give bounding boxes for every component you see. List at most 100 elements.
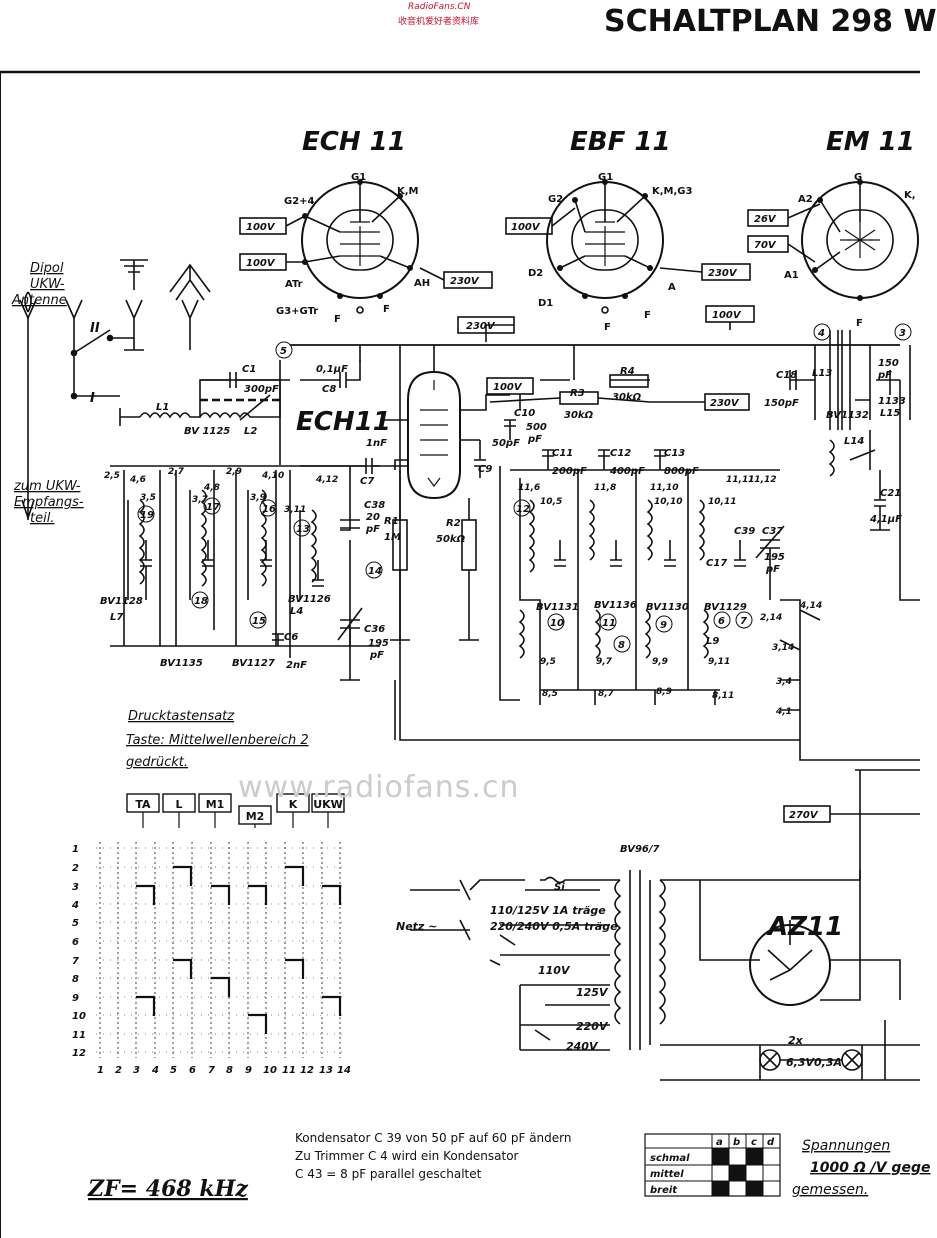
component-label: 150 [878,358,899,369]
tap-label: 10,10 [654,497,682,507]
tap-label: 4,12 [315,475,338,485]
circled-number: 18 [194,596,208,607]
matrix-row-label: 7 [72,956,79,967]
tap-label: 2,14 [760,613,782,623]
pin-label: G2 [548,194,563,205]
table-head: b [733,1137,740,1148]
fuse-rating-1: 110/125V 1A träge [490,904,606,917]
component-label: BV 1125 [184,426,230,437]
tap-label: 8,9 [656,687,672,697]
voltage-label: 70V [754,240,777,251]
tap-label: 9,7 [596,657,613,667]
matrix-col-label: 11 [282,1065,296,1076]
circled-number: 7 [740,616,747,627]
tap-label: 3,11 [284,505,306,515]
voltage-labels: 100V 100V 230V 100V 230V 26V 70V 230V 10… [246,214,819,821]
tap-label: 8,11 [712,691,734,701]
component-label: C10 [514,408,535,419]
voltage-label: 230V [710,398,740,409]
component-label: R3 [570,388,585,399]
key-label: K [289,798,298,811]
tap-label: 4,10 [261,471,284,481]
tap-label: 3,5 [140,493,156,503]
matrix-col-label: 14 [337,1065,351,1076]
revision-notes: Kondensator C 39 von 50 pF auf 60 pF änd… [295,1131,572,1181]
tap-label: 2,5 [104,471,120,481]
tap-220v: 220V [576,1020,609,1033]
matrix-row-label: 4 [71,900,79,911]
matrix-col-label: 7 [208,1065,215,1076]
component-label: BV1130 [646,602,689,613]
tube-labels: ECH 11 EBF 11 EM 11 ECH11 AZ11 [296,127,915,942]
label-teil: teil. [30,511,54,526]
component-label: C13 [664,448,685,459]
circled-number: 8 [618,640,625,651]
pushbutton-pressed: gedrückt. [126,755,188,770]
switch-contact [248,1013,268,1034]
component-label: C1 [242,364,256,375]
switch-contact [211,884,231,905]
matrix-row-label: 2 [72,863,79,874]
voltage-label: 230V [708,268,738,279]
note-line: C 43 = 8 pF parallel geschaltet [295,1167,482,1181]
component-label: L1 [156,402,169,413]
switch-contact [211,976,231,997]
table-head: c [751,1137,757,1148]
matrix-col-label: 5 [170,1065,177,1076]
note-line: Zu Trimmer C 4 wird ein Kondensator [295,1149,519,1163]
label-antenne: Antenne [11,293,67,308]
component-label: C9 [478,464,492,475]
pin-label: F [856,318,863,329]
tap-125v: 125V [576,986,609,999]
tap-label: 3,4 [776,677,792,687]
component-label: BV96/7 [620,844,660,855]
component-label: BV1136 [594,600,637,611]
component-label: 500 [526,422,547,433]
matrix-col-label: 4 [151,1065,159,1076]
switch-contact [173,865,193,886]
matrix-col-label: 10 [263,1065,277,1076]
component-label: BV1135 [160,658,203,669]
measurement-footnote: Spannungen 1000 Ω /V gege gemessen. [792,1138,930,1198]
table-row-label: schmal [650,1153,690,1164]
tube-az11: AZ11 [766,912,843,942]
component-label: pF [365,524,380,535]
voltage-label: 100V [246,258,276,269]
component-label: BV1129 [704,602,747,613]
tap-label: 8,7 [598,689,615,699]
tube-em11: EM 11 [826,127,915,157]
component-label: C18 [776,370,797,381]
component-label: C39 [734,526,755,537]
tap-240v: 240V [566,1040,599,1053]
pin-label: G1 [598,172,613,183]
circled-number: 10 [550,618,564,629]
pin-label: A2 [798,194,813,205]
matrix-col-label: 12 [300,1065,314,1076]
switch-contact [285,958,305,979]
circled-markers: 5 19 17 16 13 14 18 15 12 11 10 8 9 6 7 … [137,323,912,653]
pin-label: G [854,172,862,183]
component-label: Si [554,882,565,893]
component-label: 400pF [609,466,645,477]
if-frequency: ZF= 468 kHz [87,1176,248,1202]
tap-label: 8,5 [542,689,558,699]
tap-label: 11,8 [594,483,616,493]
pin-label: F [334,314,341,325]
component-label: 30kΩ [612,392,642,403]
table-row-label: breit [650,1185,678,1196]
pin-label: K, [904,190,916,201]
component-label: 1M [384,532,401,543]
component-label: L13 [812,368,832,379]
pin-label: G3+GTr [276,306,318,317]
tap-label: 4,14 [799,601,822,611]
fuse-rating-2: 220/240V 0,5A träge [490,920,618,933]
pin-label: F [644,310,651,321]
component-label: C11 [552,448,573,459]
pin-labels: G1 G2+4 K,M ATr AH G3+GTr F F G1 G2 K,M,… [276,172,916,333]
switch-contact [322,995,342,1016]
component-label: C6 [284,632,298,643]
circled-number: 6 [718,616,725,627]
component-label: C12 [610,448,631,459]
watermark: www.radiofans.cn [238,770,520,805]
matrix-col-label: 13 [319,1065,333,1076]
